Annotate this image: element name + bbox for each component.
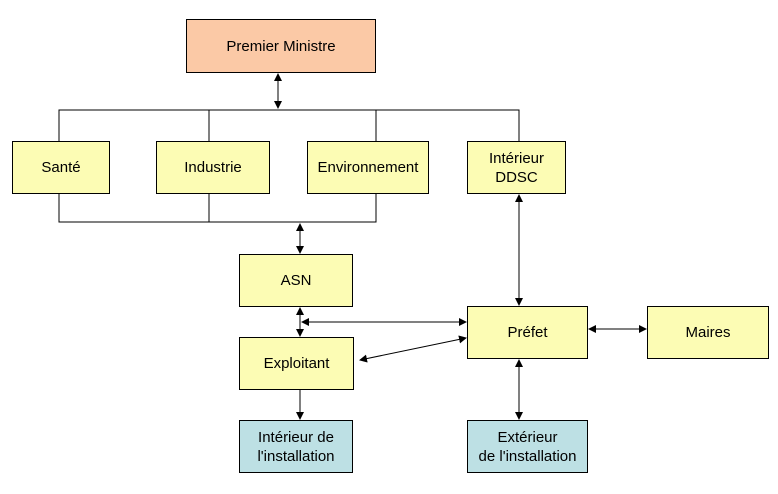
ministries-top-bracket [58,109,520,141]
node-exterieur-installation: Extérieur de l'installation [467,420,588,473]
node-label: ASN [280,272,312,289]
node-label: Santé [41,159,81,176]
ministries-bottom-bracket [58,193,377,223]
node-premier-ministre: Premier Ministre [186,19,376,73]
node-label: Premier Ministre [226,37,336,55]
node-label: Maires [685,324,731,341]
node-label: Industrie [184,159,242,176]
node-industrie: Industrie [156,141,270,194]
node-label: Intérieur de l'installation [257,428,335,465]
node-interieur-ddsc: Intérieur DDSC [467,141,566,194]
arrow-exploitant-prefet [359,335,467,363]
node-prefet: Préfet [467,306,588,359]
node-interieur-installation: Intérieur de l'installation [239,420,353,473]
node-maires: Maires [647,306,769,359]
node-label: Environnement [317,159,419,176]
node-label: Intérieur DDSC [488,149,545,186]
node-environnement: Environnement [307,141,429,194]
node-sante: Santé [12,141,110,194]
node-exploitant: Exploitant [239,337,354,390]
node-label: Extérieur de l'installation [478,428,577,465]
node-label: Exploitant [263,355,330,372]
node-label: Préfet [507,324,548,341]
node-asn: ASN [239,254,353,307]
